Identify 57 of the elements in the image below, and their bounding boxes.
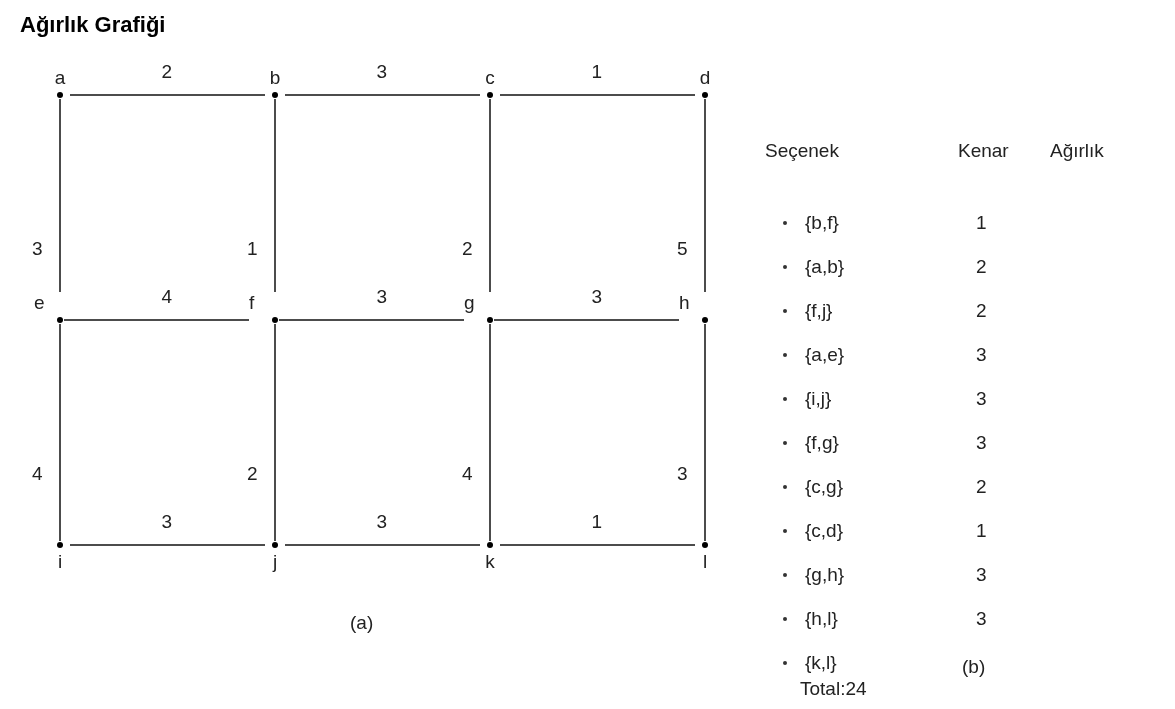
edge-option: {a,b} [805,256,845,278]
subfigure-label: (a) [350,612,374,634]
weight-value: 1 [976,212,987,234]
graph-edge [274,323,276,542]
weight-value: 2 [976,300,987,322]
graph-vertex: i [50,541,70,573]
graph-edge [59,323,61,542]
weight-value: 2 [976,476,987,498]
edge-option: {i,j} [805,388,832,410]
total-text: Total:24 [800,678,867,700]
graph-vertex: k [480,541,500,573]
weight-value: 2 [976,256,987,278]
edge-option: {g,h} [805,564,845,586]
graph-edge [284,94,481,96]
graph-edge [704,323,706,542]
graph-vertex: f [249,292,279,324]
graph-edge [499,544,696,546]
graph-edge [274,98,276,293]
column-header: Seçenek [765,140,839,162]
weight-value: 3 [976,432,987,454]
graph-edge [704,98,706,293]
column-header: Kenar [958,140,1009,162]
graph-edge [278,319,465,321]
graph-edge [499,94,696,96]
graph-edge [69,94,266,96]
graph-edge [493,319,680,321]
edge-option: {b,f} [805,212,839,234]
graph-vertex: c [480,67,500,99]
graph-vertex: h [679,292,709,324]
graph-edge [489,323,491,542]
weight-value: 1 [976,520,987,542]
weight-value: 3 [976,388,987,410]
weight-value: 3 [976,564,987,586]
graph-edge [59,98,61,293]
weight-value: 3 [976,344,987,366]
graph-vertex: b [265,67,285,99]
graph-edge [69,544,266,546]
column-header: Ağırlık [1050,140,1104,162]
edge-option: {k,l} [805,652,837,674]
weight-value: 3 [976,608,987,630]
edge-option: {f,g} [805,432,839,454]
edge-option: {c,g} [805,476,844,498]
graph-vertex: a [50,67,70,99]
edge-option: {f,j} [805,300,833,322]
edge-option: {c,d} [805,520,844,542]
subfigure-label: (b) [962,656,986,678]
graph-edge [284,544,481,546]
graph-vertex: d [695,67,715,99]
graph-vertex: e [34,292,64,324]
diagram-title: Ağırlık Grafiği [20,11,166,39]
edge-option: {a,e} [805,344,845,366]
graph-edge [63,319,250,321]
graph-vertex: g [464,292,494,324]
graph-vertex: l [695,541,715,573]
graph-edge [489,98,491,293]
edge-option: {h,l} [805,608,838,630]
graph-vertex: j [265,541,285,573]
